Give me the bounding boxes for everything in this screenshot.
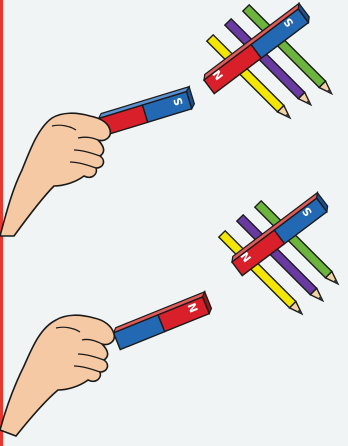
hand-bottom	[0, 315, 114, 436]
hand-magnet-top: S	[97, 87, 195, 136]
scene-bottom: N S N	[0, 193, 341, 436]
hand-magnet-bottom: N	[112, 292, 213, 350]
left-border	[0, 0, 3, 446]
hand-top	[0, 113, 110, 236]
scene-top: N S S	[0, 3, 335, 236]
